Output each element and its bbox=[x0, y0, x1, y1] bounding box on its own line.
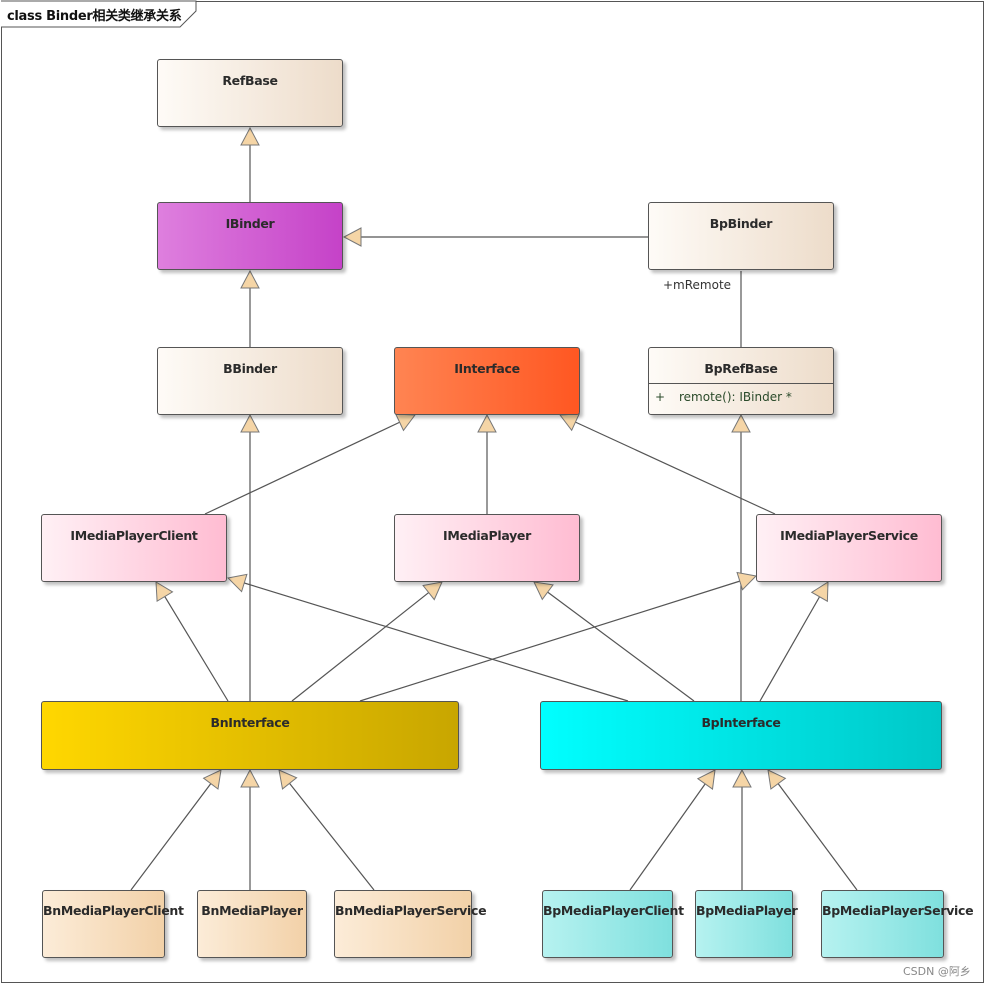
class-name: BnInterface bbox=[210, 715, 290, 730]
edge-bbinder-ibinder-arrowhead bbox=[240, 269, 260, 289]
operation-signature: remote(): IBinder * bbox=[679, 390, 792, 404]
inheritance-edges bbox=[130, 126, 858, 891]
class-bnmediaplayer[interactable]: BnMediaPlayer bbox=[197, 890, 307, 958]
class-name: IMediaPlayer bbox=[443, 528, 531, 543]
class-name: BpBinder bbox=[709, 216, 773, 231]
edge-bpmediaplayerclient-bpinterface-arrowhead bbox=[696, 769, 716, 790]
edge-bpinterface-imediaplayerclient-line bbox=[244, 582, 629, 702]
class-name: BBinder bbox=[223, 361, 277, 376]
visibility-marker: + bbox=[655, 390, 666, 404]
class-name: BnMediaPlayerService bbox=[335, 903, 487, 918]
class-imediaplayerclient[interactable]: IMediaPlayerClient bbox=[41, 514, 227, 582]
association-label-mremote: +mRemote bbox=[663, 278, 732, 292]
edge-bninterface-imediaplayerclient-line bbox=[164, 596, 229, 702]
class-name: IInterface bbox=[454, 361, 520, 376]
edge-bpinterface-imediaplayer-line bbox=[547, 591, 695, 702]
edge-bnmediaplayerclient-bninterface-line bbox=[130, 783, 212, 891]
edge-bpbinder-ibinder-arrowhead bbox=[342, 227, 362, 247]
edge-bnmediaplayerservice-bninterface-line bbox=[289, 782, 375, 891]
edge-bnmediaplayerclient-bninterface-arrowhead bbox=[202, 769, 222, 790]
class-bpbinder[interactable]: BpBinder bbox=[648, 202, 834, 270]
edge-bpmediaplayer-bpinterface-arrowhead bbox=[732, 768, 752, 788]
edge-bninterface-imediaplayerservice-arrowhead bbox=[736, 571, 758, 591]
class-imediaplayerservice[interactable]: IMediaPlayerService bbox=[756, 514, 942, 582]
edge-bpmediaplayerservice-bpinterface-arrowhead bbox=[767, 769, 787, 790]
title-tab bbox=[1, 0, 197, 28]
class-bpinterface[interactable]: BpInterface bbox=[540, 701, 942, 770]
edge-bpmediaplayerclient-bpinterface-line bbox=[629, 783, 706, 891]
class-bbinder[interactable]: BBinder bbox=[157, 347, 343, 415]
edge-bpmediaplayerservice-bpinterface-line bbox=[777, 783, 858, 891]
edge-bninterface-imediaplayerservice-line bbox=[359, 580, 740, 702]
edge-bnmediaplayerservice-bninterface-arrowhead bbox=[278, 769, 298, 790]
edge-bpinterface-bprefbase-arrowhead bbox=[731, 413, 751, 433]
class-name: RefBase bbox=[222, 73, 278, 88]
edge-bninterface-imediaplayer-line bbox=[291, 592, 430, 702]
class-name: BnMediaPlayerClient bbox=[43, 903, 184, 918]
edge-bpinterface-imediaplayerclient-arrowhead bbox=[226, 573, 248, 593]
edge-bbinder-child-bninterface-arrowhead bbox=[240, 413, 260, 433]
edge-bninterface-imediaplayer-arrowhead bbox=[422, 581, 443, 601]
class-bpmediaplayer[interactable]: BpMediaPlayer bbox=[695, 890, 798, 958]
class-name: IMediaPlayerClient bbox=[70, 528, 198, 543]
class-name: BpMediaPlayerService bbox=[822, 903, 974, 918]
class-name: BpRefBase bbox=[704, 361, 778, 376]
edge-ibinder-refbase-arrowhead bbox=[240, 126, 260, 146]
edge-imediaplayerservice-iinterface-line bbox=[575, 421, 776, 515]
class-bnmediaplayerclient[interactable]: BnMediaPlayerClient bbox=[42, 890, 184, 958]
class-name: BpInterface bbox=[701, 715, 781, 730]
class-name: IBinder bbox=[225, 216, 275, 231]
class-ibinder[interactable]: IBinder bbox=[157, 202, 343, 270]
class-name: BpMediaPlayerClient bbox=[543, 903, 684, 918]
class-bninterface[interactable]: BnInterface bbox=[41, 701, 459, 770]
edge-bnmediaplayer-bninterface-arrowhead bbox=[240, 768, 260, 788]
edge-bpinterface-imediaplayerservice-line bbox=[759, 596, 821, 702]
edge-bninterface-imediaplayerclient-arrowhead bbox=[155, 581, 174, 603]
class-bprefbase[interactable]: BpRefBase + remote(): IBinder * bbox=[648, 347, 834, 415]
class-iinterface[interactable]: IInterface bbox=[394, 347, 580, 415]
class-bnmediaplayerservice[interactable]: BnMediaPlayerService bbox=[334, 890, 487, 958]
edge-imediaplayerclient-iinterface-line bbox=[204, 421, 400, 515]
compartment-divider bbox=[649, 383, 833, 384]
class-name: IMediaPlayerService bbox=[780, 528, 918, 543]
edge-bpinterface-imediaplayer-arrowhead bbox=[533, 581, 554, 601]
watermark: CSDN @阿乡 bbox=[903, 965, 971, 978]
class-bpmediaplayerclient[interactable]: BpMediaPlayerClient bbox=[542, 890, 684, 958]
edge-bpinterface-imediaplayerservice-arrowhead bbox=[810, 581, 829, 603]
class-name: BpMediaPlayer bbox=[696, 903, 798, 918]
edge-imediaplayer-iinterface-arrowhead bbox=[477, 413, 497, 433]
operation-remote: + remote(): IBinder * bbox=[655, 390, 792, 404]
class-refbase[interactable]: RefBase bbox=[157, 59, 343, 127]
diagram-title: class Binder相关类继承关系 bbox=[7, 9, 182, 24]
class-bpmediaplayerservice[interactable]: BpMediaPlayerService bbox=[821, 890, 974, 958]
class-imediaplayer[interactable]: IMediaPlayer bbox=[394, 514, 580, 582]
class-name: BnMediaPlayer bbox=[201, 903, 303, 918]
